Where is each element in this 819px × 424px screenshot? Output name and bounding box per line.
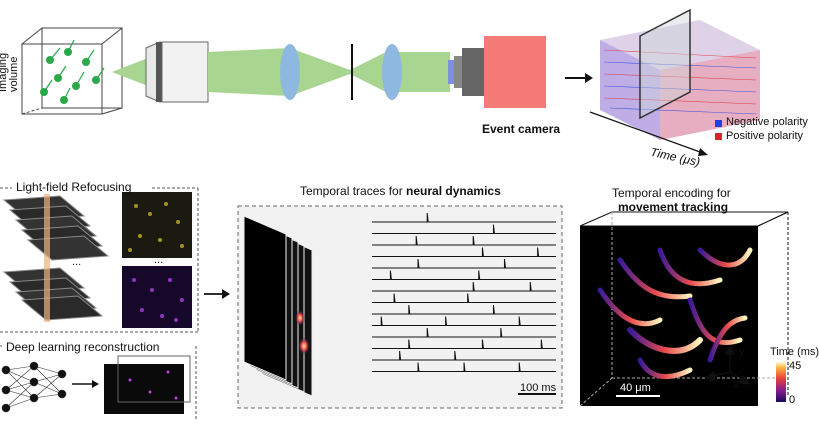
frame-stack [243,215,313,397]
objective-lens [112,41,209,103]
spike-trace [372,316,556,326]
colorbar-min: 0 [789,394,796,406]
refocused-image-purple [122,266,192,328]
spike-trace [372,212,556,223]
legend-negative-label: Negative polarity [726,116,808,128]
camera-mount [454,56,462,88]
deep-learning-title: Deep learning reconstruction [6,340,160,354]
neural-title: Temporal traces for neural dynamics [300,184,501,198]
refocused-image-yellow-dots [128,202,184,252]
axis-x-label: x [708,374,714,386]
relay-lens-1 [280,44,300,100]
neural-traces [372,212,556,372]
legend-swatch-negative [715,120,722,127]
axis-y-label: y [739,346,745,358]
stack-ellipsis-right: ... [154,254,164,266]
camera-body-back [462,48,484,96]
relay-lens-2 [382,44,402,100]
spike-trace [372,224,556,234]
legend-swatch-positive [715,133,722,140]
stack-ellipsis-left: ... [72,256,82,268]
axis-z-label: z [734,378,740,390]
spike-trace [372,362,556,372]
scale-label-40um: 40 μm [620,382,651,394]
time-axis [589,111,708,156]
arrow-to-neural [204,289,230,299]
deep-learning-panel [0,345,197,419]
neuron-cells [40,39,105,104]
reconstructed-volume [104,355,191,414]
focal-stack-top [2,195,110,261]
refocus-beam [44,194,50,322]
tracking-title-line2: movement tracking [618,200,729,214]
neural-network-icon [1,361,67,413]
colorbar [776,362,786,402]
sensor-window [448,60,454,84]
refocus-title: Light-field Refocusing [16,180,132,194]
arrow-to-events [565,73,593,83]
colorbar-max: 45 [789,360,802,372]
spike-trace [372,304,556,315]
refocused-image-yellow [122,192,192,258]
tracking-title-line1: Temporal encoding for [612,186,731,200]
imaging-volume-cube [21,27,123,115]
spike-trace [372,350,556,361]
event-camera-label: Event camera [482,122,561,136]
event-camera [484,36,546,108]
spike-trace [372,235,556,246]
axes-indicator [704,344,752,385]
tracking-volume [579,211,789,407]
refocused-image-purple-dots [132,278,184,322]
spike-trace [372,258,556,269]
spike-trace [372,281,556,292]
event-volume [600,8,760,140]
spike-trace [372,270,556,280]
spike-trace [372,327,556,338]
spike-trace [372,293,556,303]
nn-output-arrow [72,380,99,388]
focal-stack-bottom [2,267,104,321]
light-beam [208,48,450,96]
figure-canvas [0,8,789,419]
refocus-panel [0,187,199,333]
legend-positive-label: Positive polarity [726,130,804,142]
spike-trace [372,247,556,257]
spike-trace [372,339,556,349]
worm-tracks [597,247,753,380]
scale-label-100ms: 100 ms [520,382,557,394]
colorbar-title: Time (ms) [770,346,819,358]
